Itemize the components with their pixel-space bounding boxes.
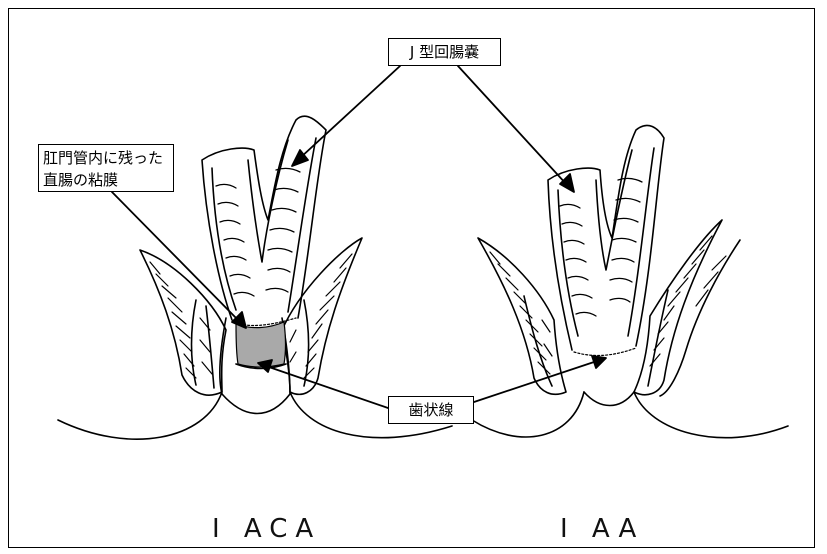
dentate-line-label: 歯状線 (388, 396, 474, 424)
iaa-pouch-folds (560, 178, 642, 316)
iaca-left-muscle-inner2 (206, 306, 214, 388)
iaca-residual-mucosa (236, 322, 286, 367)
iaa-caption: I AA (560, 514, 644, 544)
iaa-right-muscle (634, 220, 722, 395)
j-pouch-label: J 型回腸嚢 (388, 38, 501, 66)
iaca-pouch-septum (248, 140, 288, 262)
arrow-dentate-to-iaca-head (258, 360, 272, 372)
arrow-mucosa-head (232, 312, 246, 328)
arrow-mucosa (112, 192, 240, 322)
residual-mucosa-label: 肛門管内に残った直腸の粘膜 (38, 144, 174, 192)
iaca-right-muscle-inner (304, 300, 309, 386)
iaa-pouch-outer (548, 125, 664, 350)
iaa-pouch-inner-left (558, 190, 578, 336)
arrow-pouch-to-iaa (458, 66, 568, 186)
iaa-pouch-inner-right (628, 148, 654, 336)
iaa-left-muscle (478, 238, 566, 394)
iaa-right-buttock (634, 392, 788, 438)
iaa-illustration (472, 125, 788, 437)
arrow-dentate-to-iaa-head (592, 356, 606, 368)
iaa-anal-floor (584, 392, 634, 406)
iaa-right-muscle-hatch (650, 236, 726, 366)
iaa-staple-line (574, 348, 636, 355)
iaa-pouch-septum (596, 150, 632, 270)
iaca-left-muscle-inner (192, 300, 197, 385)
iaca-pouch-folds (216, 168, 300, 296)
iaca-left-muscle-hatch (150, 262, 212, 378)
iaca-anus-floor (222, 394, 290, 414)
iaa-left-buttock (472, 392, 584, 437)
arrow-dentate-to-iaa (474, 360, 600, 402)
arrow-pouch-to-iaca (300, 66, 400, 158)
iaca-caption: I ACA (212, 514, 321, 544)
iaa-left-muscle-hatch (490, 252, 552, 374)
iaca-left-buttock (58, 392, 222, 439)
arrow-pouch-to-iaa-head (560, 174, 574, 192)
